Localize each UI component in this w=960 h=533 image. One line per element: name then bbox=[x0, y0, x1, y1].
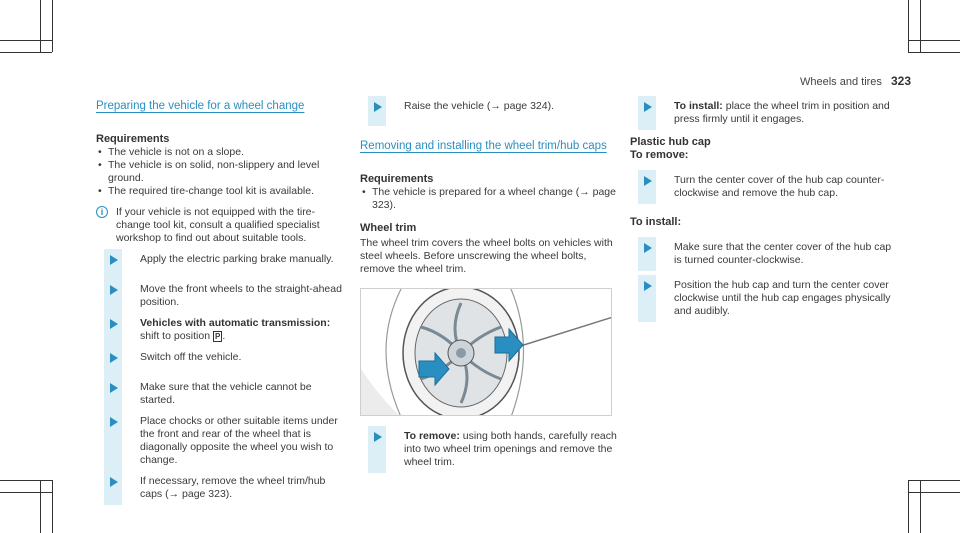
crop-mark bbox=[920, 0, 921, 52]
step-text: Apply the electric parking brake manuall… bbox=[140, 253, 334, 265]
crop-mark bbox=[908, 480, 960, 481]
crop-mark bbox=[0, 52, 52, 53]
page-number: 323 bbox=[891, 74, 912, 88]
step-text: place the wheel trim in position and pre… bbox=[674, 100, 890, 125]
arrow-right-icon bbox=[110, 319, 118, 329]
crop-mark bbox=[0, 480, 52, 481]
crop-mark bbox=[920, 480, 921, 533]
step: Position the hub cap and turn the center… bbox=[630, 275, 892, 322]
step-text: Place chocks or other suitable items und… bbox=[140, 415, 338, 466]
note: i If your vehicle is not equipped with t… bbox=[96, 206, 348, 245]
crop-mark bbox=[908, 0, 909, 52]
column-3: To install: place the wheel trim in posi… bbox=[630, 96, 892, 322]
step: Move the front wheels to the straight-ah… bbox=[96, 279, 348, 313]
step: Turn the center cover of the hub cap cou… bbox=[630, 170, 892, 204]
step: Apply the electric parking brake manuall… bbox=[96, 249, 348, 279]
column-2: Raise the vehicle (→ page 324). Removing… bbox=[360, 96, 622, 473]
list-item: The vehicle is on solid, non-slippery an… bbox=[96, 159, 348, 185]
step: To remove: using both hands, carefully r… bbox=[360, 426, 622, 473]
arrow-right-icon bbox=[110, 255, 118, 265]
step-text: using both hands, carefully reach into t… bbox=[404, 430, 617, 468]
gear-p-symbol: P bbox=[212, 331, 223, 342]
step-text: Raise the vehicle (→ page 324). bbox=[404, 100, 554, 112]
remove-title: To remove: bbox=[630, 149, 689, 161]
install-title: To install: bbox=[630, 216, 682, 228]
step-text: Make sure that the vehicle cannot be sta… bbox=[140, 381, 312, 406]
step-text: Make sure that the center cover of the h… bbox=[674, 241, 892, 266]
crop-mark bbox=[908, 492, 960, 493]
crop-mark bbox=[0, 40, 52, 41]
page-header: Wheels and tires 323 bbox=[800, 74, 911, 88]
wheel-trim-illustration bbox=[360, 288, 612, 416]
step-bold: Vehicles with automatic transmission: bbox=[140, 317, 331, 329]
step-text: Switch off the vehicle. bbox=[140, 351, 242, 363]
arrow-right-icon bbox=[374, 432, 382, 442]
step: If necessary, remove the wheel trim/hub … bbox=[96, 471, 348, 505]
crop-mark bbox=[0, 492, 52, 493]
note-text: If your vehicle is not equipped with the… bbox=[116, 206, 320, 244]
crop-mark bbox=[40, 480, 41, 533]
column-1: Preparing the vehicle for a wheel change… bbox=[96, 100, 348, 505]
section-title: Wheels and tires bbox=[800, 76, 882, 88]
step: Raise the vehicle (→ page 324). bbox=[360, 96, 622, 126]
arrow-right-icon bbox=[644, 102, 652, 112]
requirements-title: Requirements bbox=[360, 173, 434, 185]
arrow-right-icon bbox=[644, 281, 652, 291]
arrow-right-icon bbox=[644, 243, 652, 253]
section-heading: Removing and installing the wheel trim/h… bbox=[360, 140, 607, 152]
hub-cap-title: Plastic hub cap bbox=[630, 136, 711, 148]
list-item: The vehicle is prepared for a wheel chan… bbox=[360, 186, 622, 212]
arrow-right-icon bbox=[110, 477, 118, 487]
list-item: The vehicle is not on a slope. bbox=[96, 146, 348, 159]
step-text: Position the hub cap and turn the center… bbox=[674, 279, 891, 317]
arrow-right-icon bbox=[110, 417, 118, 427]
step-bold: To remove: bbox=[404, 430, 460, 442]
arrow-right-icon bbox=[110, 285, 118, 295]
step: Switch off the vehicle. bbox=[96, 347, 348, 377]
wheel-illustration bbox=[361, 289, 611, 415]
requirements-title: Requirements bbox=[96, 133, 170, 145]
wheel-trim-text: The wheel trim covers the wheel bolts on… bbox=[360, 237, 613, 275]
step-text: Turn the center cover of the hub cap cou… bbox=[674, 174, 885, 199]
crop-mark bbox=[908, 52, 960, 53]
crop-mark bbox=[52, 480, 53, 533]
arrow-right-icon bbox=[110, 353, 118, 363]
arrow-right-icon bbox=[644, 176, 652, 186]
step: Vehicles with automatic transmission: sh… bbox=[96, 313, 348, 347]
step: Place chocks or other suitable items und… bbox=[96, 411, 348, 471]
crop-mark bbox=[908, 40, 960, 41]
crop-mark bbox=[52, 0, 53, 52]
arrow-right-icon bbox=[110, 383, 118, 393]
info-icon: i bbox=[96, 206, 108, 218]
step: To install: place the wheel trim in posi… bbox=[630, 96, 892, 130]
wheel-trim-title: Wheel trim bbox=[360, 222, 417, 234]
step-text: Move the front wheels to the straight-ah… bbox=[140, 283, 342, 308]
crop-mark bbox=[908, 480, 909, 533]
step: Make sure that the vehicle cannot be sta… bbox=[96, 377, 348, 411]
list-item: The required tire-change tool kit is ava… bbox=[96, 185, 348, 198]
step-text: If necessary, remove the wheel trim/hub … bbox=[140, 475, 326, 500]
section-heading: Preparing the vehicle for a wheel change bbox=[96, 100, 305, 112]
arrow-right-icon bbox=[374, 102, 382, 112]
step-bold: To install: bbox=[674, 100, 723, 112]
step: Make sure that the center cover of the h… bbox=[630, 237, 892, 271]
crop-mark bbox=[40, 0, 41, 52]
step-text: shift to position bbox=[140, 330, 213, 342]
